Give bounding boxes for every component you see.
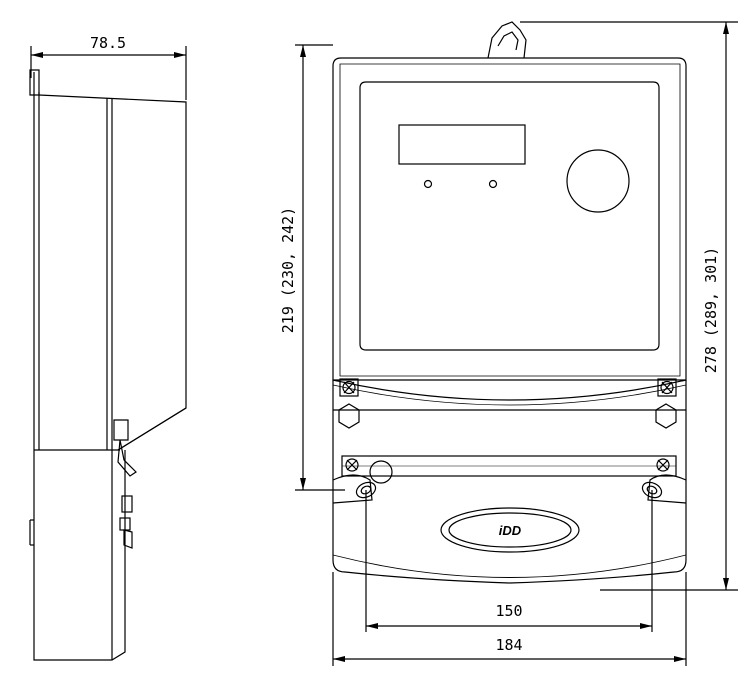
overall-width-label: 184: [495, 636, 522, 654]
cover-screw-left: [339, 378, 359, 397]
optical-port: [566, 149, 630, 213]
front-height-label: 219 (230, 242): [279, 207, 297, 333]
mounting-width-label: 150: [495, 602, 522, 620]
side-view: 78.5: [29, 34, 187, 661]
front-height-dimension: 219 (230, 242): [279, 44, 345, 491]
lcd-display: [398, 124, 526, 165]
led-indicator-1: [423, 179, 433, 189]
mounting-slot-left: [355, 481, 377, 499]
brand-logo-text: iDD: [499, 523, 522, 538]
terminal-screw-left: [345, 458, 359, 472]
cover-screw-right: [657, 378, 677, 397]
seal-nut-right: [655, 403, 677, 429]
seal-nut-left: [338, 403, 360, 429]
meter-window: [359, 81, 660, 351]
mounting-slot-right: [641, 481, 663, 499]
side-cover-body: [29, 69, 187, 477]
mounting-width-dimension: 150: [365, 490, 653, 632]
terminal-cover: [332, 410, 687, 584]
terminal-seal-nut: [369, 460, 393, 484]
meter-cover: [332, 57, 687, 411]
overall-width-dimension: 184: [332, 572, 687, 666]
side-depth-dimension: 78.5: [30, 34, 187, 100]
front-view: iDD: [332, 21, 687, 584]
overall-height-label: 278 (289, 301): [702, 247, 720, 373]
overall-height-dimension: 278 (289, 301): [520, 21, 738, 591]
brand-logo: iDD: [440, 507, 580, 553]
side-depth-label: 78.5: [90, 34, 126, 52]
led-indicator-2: [488, 179, 498, 189]
terminal-screw-right: [656, 458, 670, 472]
side-terminal-block: [29, 450, 133, 661]
hanging-hook: [487, 21, 527, 59]
